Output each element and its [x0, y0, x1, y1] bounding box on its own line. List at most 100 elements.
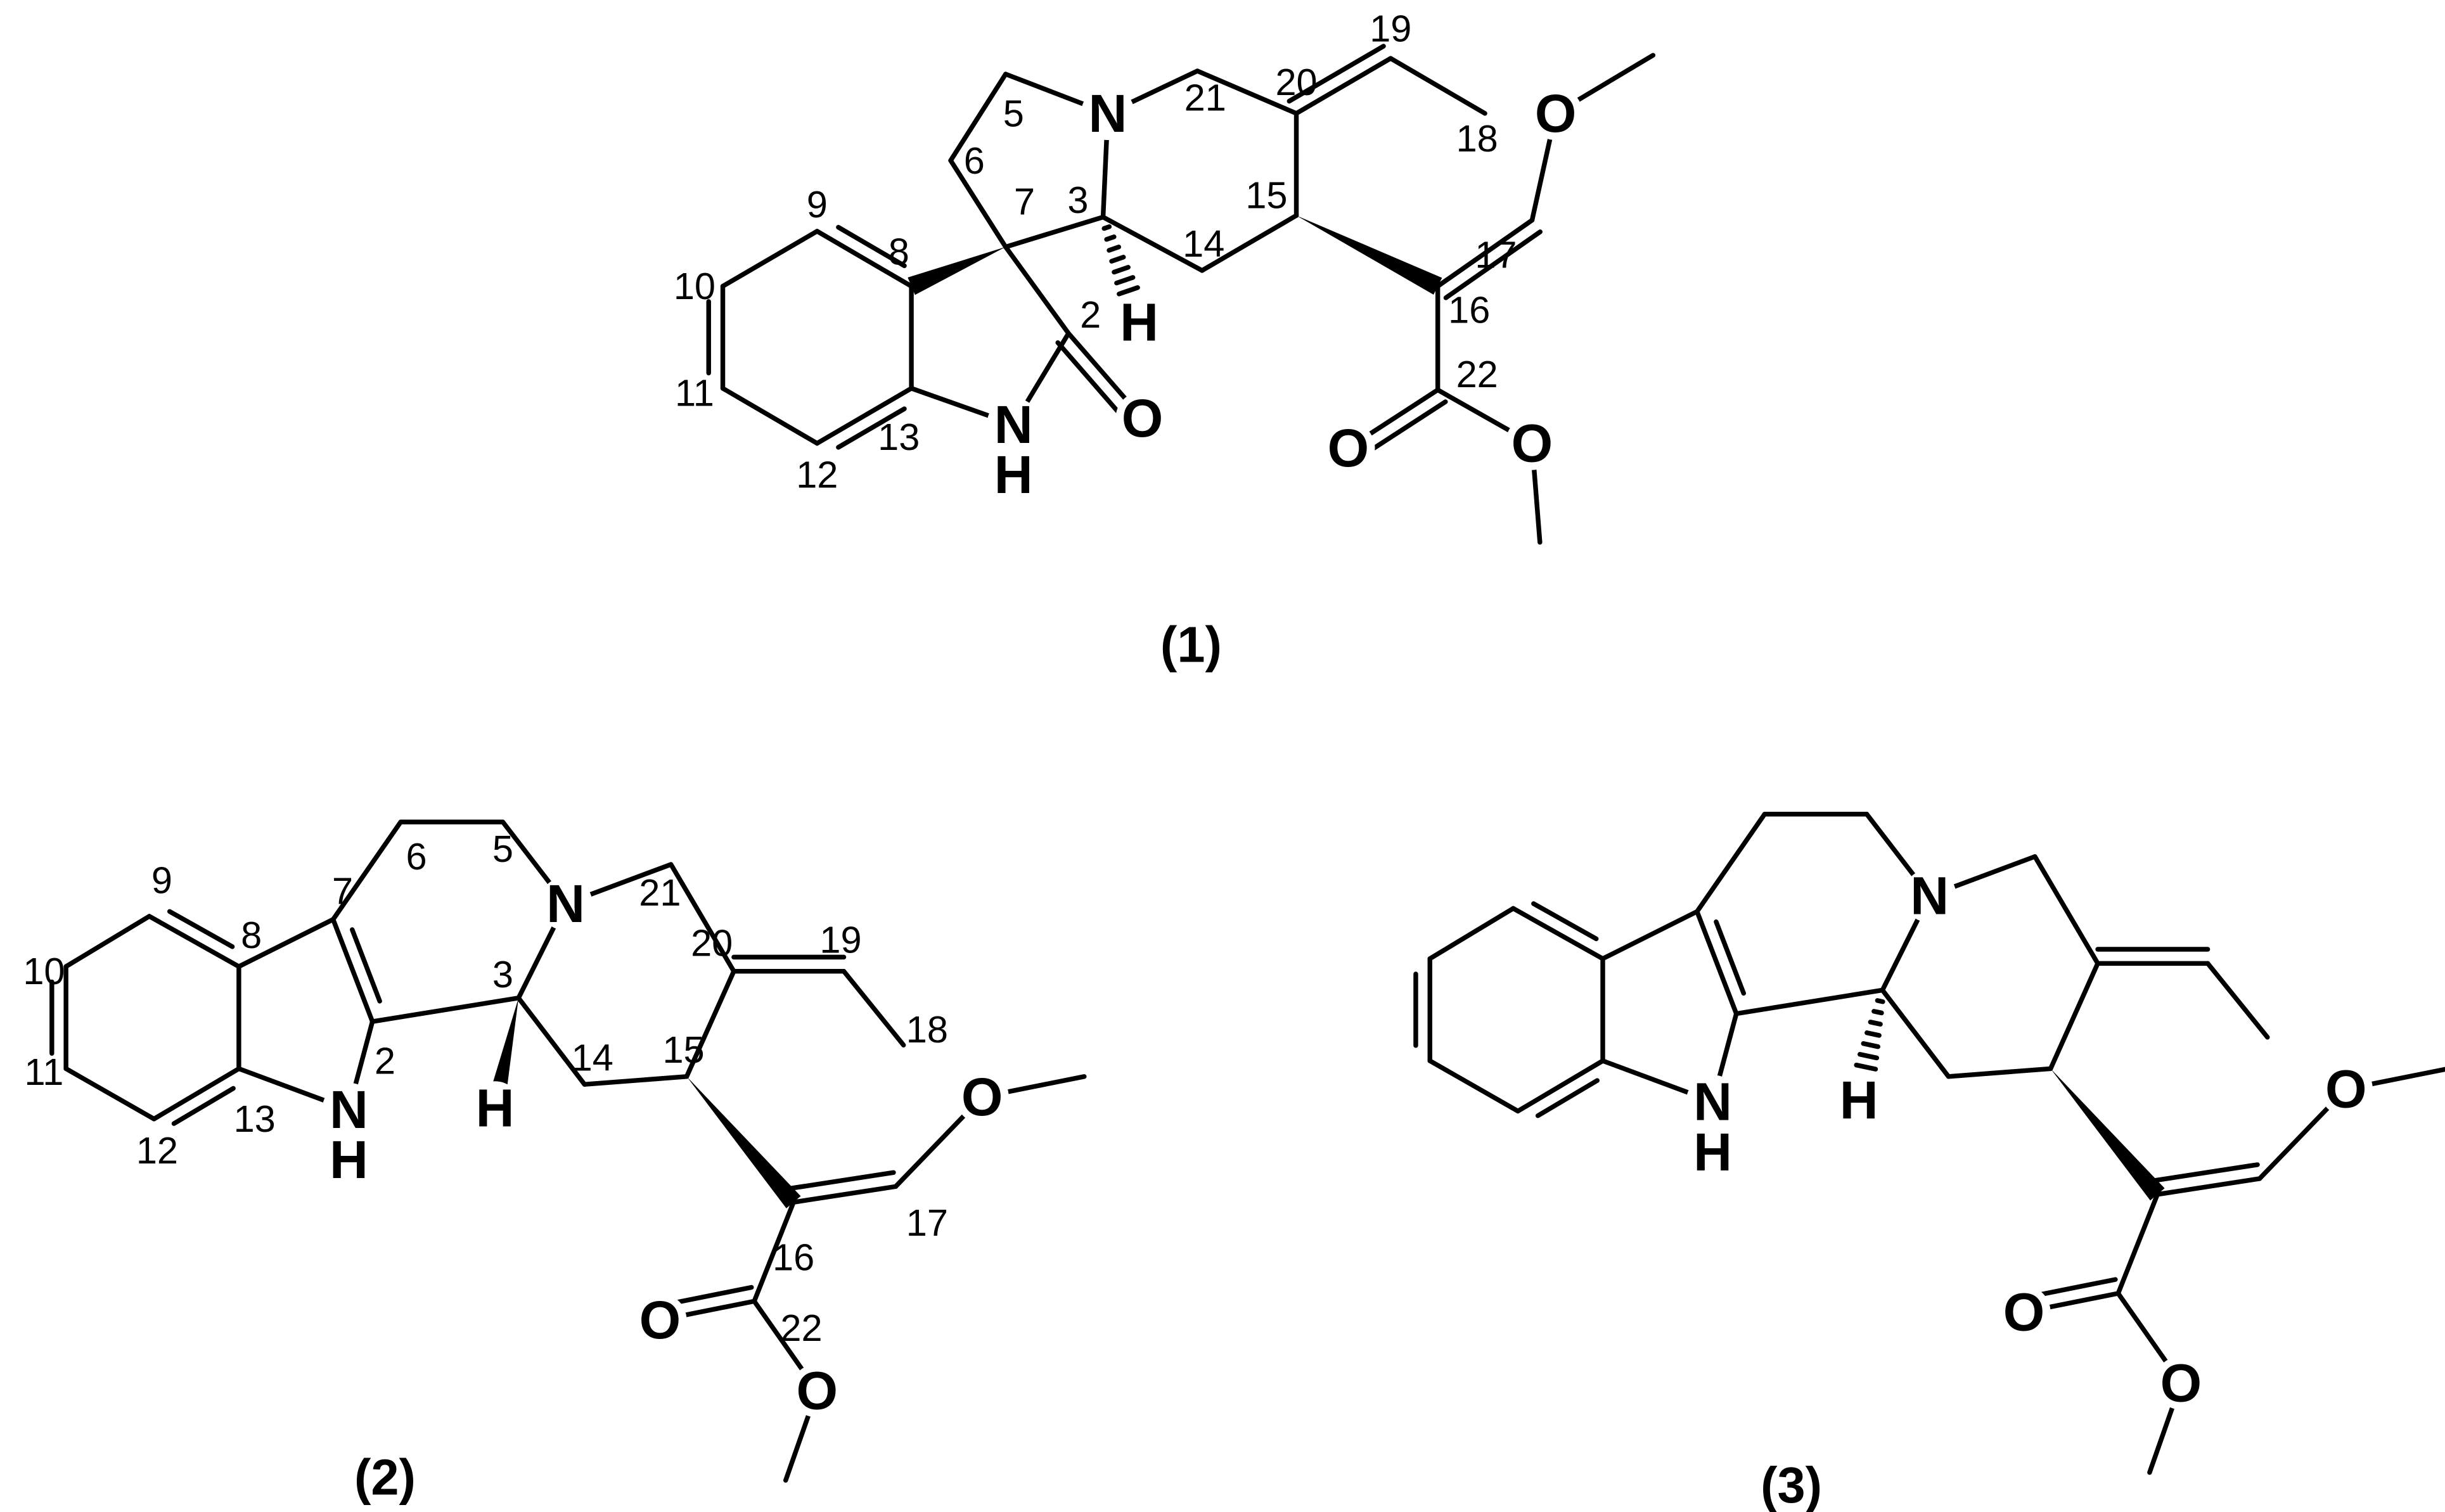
nitrogen-atom: N — [1910, 866, 1949, 926]
atom-locant: 6 — [964, 139, 985, 182]
oxygen-atom: O — [639, 1290, 681, 1350]
oxygen-atom: O — [1511, 414, 1553, 473]
atom-locant: 21 — [639, 871, 681, 914]
single-bond — [684, 968, 736, 1079]
atom-locant: 22 — [1456, 353, 1498, 395]
atom-locant: 11 — [25, 1051, 64, 1093]
single-bond — [2048, 961, 2100, 1072]
nitrogen-atom: N — [546, 874, 585, 933]
single-bond — [330, 819, 403, 922]
atom-locant: 12 — [136, 1129, 178, 1172]
hashed-bond-segment — [1861, 1041, 1881, 1049]
single-bond — [369, 996, 521, 1024]
atom-locant: 8 — [241, 914, 262, 956]
atom-label-background — [1505, 416, 1559, 470]
hashed-bond-segment — [1871, 1009, 1884, 1016]
hashed-bond-segment — [1868, 1020, 1883, 1027]
double-bond — [1695, 909, 1739, 1016]
single-bond — [948, 158, 1008, 250]
double-bond — [1435, 217, 1535, 289]
single-bond — [1695, 812, 1768, 914]
atom-label-background — [955, 1070, 1009, 1124]
atom-locant: 14 — [1183, 222, 1224, 265]
double-bond-second-line — [1531, 901, 1599, 942]
atom-locant: 15 — [1245, 174, 1287, 216]
nitrogen-atom: N — [1089, 84, 1127, 143]
double-bond-second-line — [789, 1170, 896, 1191]
atom-locant: 2 — [1080, 293, 1101, 336]
atom-locant: 5 — [492, 828, 513, 870]
single-bond — [841, 968, 906, 1048]
single-bond — [948, 72, 1008, 163]
atom-label-background — [322, 1082, 376, 1137]
single-bond — [1880, 987, 1951, 1079]
atom-locant: 16 — [1448, 288, 1490, 331]
atom-label-background — [1832, 1073, 1886, 1127]
atom-locant: 7 — [1014, 180, 1035, 222]
single-bond — [720, 229, 820, 289]
double-bond — [1510, 906, 1605, 961]
oxygen-atom: O — [797, 1361, 838, 1421]
hashed-bond-segment — [1854, 1062, 1878, 1072]
double-bond-second-line — [1443, 229, 1543, 300]
atom-label-background — [468, 1081, 522, 1135]
atom-label-background — [1686, 1125, 1740, 1179]
compound-2-caption: (2) — [354, 1449, 416, 1506]
hydrogen-atom: H — [1840, 1070, 1878, 1130]
single-bond — [1003, 214, 1106, 250]
nitrogen-atom: N — [1693, 1072, 1732, 1131]
double-bond-second-line — [836, 406, 907, 450]
single-bond — [1195, 68, 1299, 116]
atom-locant: 5 — [1003, 92, 1024, 134]
hydrogen-atom: H — [476, 1078, 515, 1137]
atom-label-background — [1903, 869, 1956, 923]
single-bond — [720, 386, 820, 446]
oxygen-atom: O — [2160, 1353, 2202, 1413]
hashed-bond-segment — [1117, 285, 1140, 297]
atom-locant: 20 — [1275, 61, 1317, 103]
hashed-bond-segment — [1112, 265, 1131, 275]
double-bond — [814, 229, 914, 289]
single-bond — [516, 996, 587, 1087]
atom-label-background — [987, 397, 1041, 451]
atom-locant: 18 — [1456, 117, 1498, 160]
atom-locant: 6 — [406, 835, 427, 878]
hashed-bond-segment — [1107, 245, 1122, 253]
single-bond — [1946, 1066, 2053, 1079]
oxygen-atom: O — [2325, 1060, 2367, 1119]
single-bond — [1388, 56, 1487, 116]
hydrogen-atom: H — [1693, 1122, 1732, 1182]
atom-locant: 2 — [375, 1040, 395, 1082]
hashed-bond-segment — [1104, 234, 1117, 242]
compound-1-caption: (1) — [1160, 616, 1222, 672]
double-bond — [330, 917, 375, 1024]
single-bond — [236, 917, 336, 969]
atom-locant: 12 — [796, 454, 838, 496]
atom-label-background — [2154, 1356, 2208, 1410]
single-bond — [63, 914, 152, 969]
double-bond-second-line — [167, 909, 235, 949]
single-bond — [1003, 244, 1071, 336]
atom-locant: 10 — [23, 950, 65, 992]
double-bond — [2155, 1176, 2262, 1197]
single-bond — [1734, 987, 1885, 1016]
atom-locant: 19 — [819, 919, 861, 961]
wedge-bond — [1296, 215, 1442, 295]
double-bond — [1515, 1058, 1605, 1114]
double-bond-second-line — [1287, 44, 1386, 104]
atom-locant: 19 — [1370, 8, 1411, 50]
atom-label-background — [1112, 295, 1166, 349]
atom-locant: 13 — [234, 1098, 276, 1140]
atom-label-background — [1529, 86, 1582, 141]
atom-label-background — [790, 1364, 844, 1418]
single-bond — [582, 1074, 690, 1087]
single-bond — [63, 1066, 157, 1122]
double-bond — [146, 914, 241, 969]
hashed-bond-segment — [1875, 998, 1885, 1004]
atom-label-background — [1997, 1285, 2051, 1339]
single-bond — [1427, 1058, 1520, 1114]
hashed-bond-segment — [1101, 224, 1112, 231]
atom-locant: 10 — [674, 265, 716, 307]
